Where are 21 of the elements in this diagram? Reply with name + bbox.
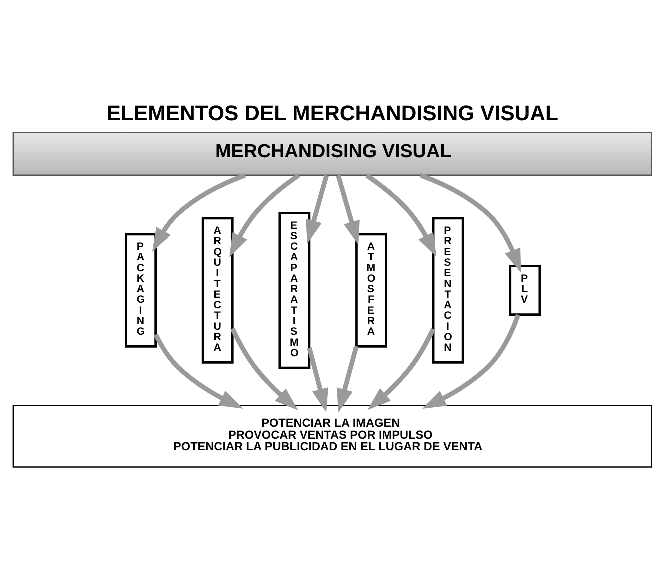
- node-box: PLV: [509, 265, 542, 316]
- arrow: [422, 314, 521, 409]
- arrow: [306, 175, 330, 244]
- diagram-title: ELEMENTOS DEL MERCHANDISING VISUAL: [106, 101, 559, 126]
- arrow: [420, 173, 522, 273]
- node-box: ATMOSFERA: [356, 233, 388, 348]
- arrow: [366, 174, 437, 258]
- arrow: [368, 328, 436, 410]
- node-box: POTENCIAR LA IMAGEN PROVOCAR VENTAS POR IMPULSO POTENCIAR LA PUBLICIDAD EN EL LUGAR DE VENTA: [12, 405, 652, 468]
- arrow: [154, 334, 244, 409]
- arrow: [336, 346, 359, 413]
- node-box: MERCHANDISING VISUAL: [12, 132, 652, 176]
- node-box: PACKAGING: [125, 233, 157, 348]
- arrow: [230, 174, 300, 258]
- node-box: ARQUITECTURA: [202, 217, 234, 364]
- arrow: [230, 328, 298, 411]
- arrow: [307, 348, 328, 413]
- node-box: PRESENTACION: [432, 217, 464, 364]
- arrow: [336, 174, 360, 245]
- node-box: ESCAPARATISMO: [278, 212, 311, 370]
- arrow: [152, 173, 246, 252]
